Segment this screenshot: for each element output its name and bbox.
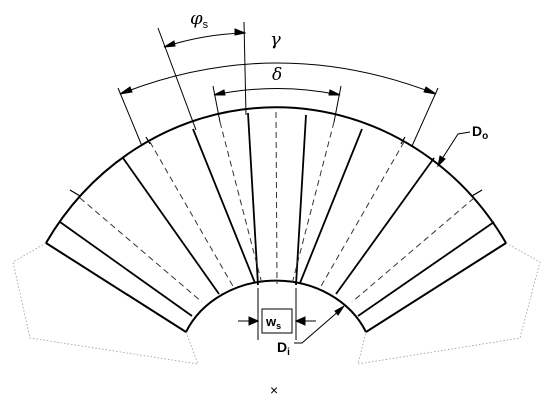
- slot-edge: [247, 112, 259, 286]
- gamma-arrow-left: [119, 86, 133, 95]
- slot-edge: [122, 157, 220, 295]
- w-arrow-right: [294, 316, 306, 326]
- phi-arrow-left: [163, 40, 176, 48]
- phi-extension-left: [157, 27, 197, 131]
- gamma-label: γ: [270, 29, 281, 50]
- phi-arc: [163, 32, 246, 48]
- slot-centerline: [149, 141, 235, 289]
- phi-label: φs: [190, 8, 209, 31]
- phi-extension-right: [243, 21, 247, 116]
- slot-centerline: [351, 197, 475, 303]
- delta-dimension: [212, 85, 342, 123]
- slot-edge: [299, 128, 363, 284]
- annular-sector: [45, 106, 507, 333]
- gamma-extension-left: [117, 87, 143, 147]
- slot-centerline: [275, 111, 278, 285]
- phi-arrow-right: [234, 28, 247, 36]
- tick: [471, 189, 483, 197]
- slot-edge: [357, 221, 495, 317]
- delta-label: δ: [272, 65, 282, 85]
- gamma-arrow-right: [423, 86, 437, 95]
- slot-edges: [59, 112, 495, 317]
- slot-edge: [192, 128, 256, 284]
- slot-edge: [59, 221, 193, 317]
- gamma-extension-right: [411, 87, 439, 147]
- d-inner-label: Di: [277, 339, 290, 358]
- tick: [69, 189, 81, 197]
- slot-edge: [335, 157, 435, 295]
- left-sector-outline: [12, 242, 199, 365]
- d-outer-label: Do: [472, 123, 488, 142]
- delta-extension-right: [333, 85, 342, 123]
- slot-edge: [295, 114, 307, 286]
- w-dimension: [238, 288, 316, 340]
- d-outer-leader: [437, 131, 471, 168]
- d-outer-arrow: [437, 155, 446, 168]
- left-end-edge: [45, 242, 187, 333]
- right-sector-outline: [357, 242, 541, 365]
- delta-arrow-left: [213, 89, 226, 96]
- gamma-arc: [119, 62, 437, 95]
- w-label: ws: [265, 314, 281, 331]
- d-inner-arrow: [334, 305, 345, 316]
- inner-arc: [185, 279, 367, 333]
- w-arrow-left: [248, 316, 260, 326]
- d-outer-leader-line: [439, 131, 471, 163]
- delta-arrow-right: [328, 89, 341, 96]
- delta-arc: [213, 88, 341, 96]
- outer-arc: [45, 106, 507, 244]
- d-inner-leader-line: [294, 309, 341, 344]
- tick: [400, 136, 406, 145]
- tick: [145, 136, 151, 145]
- slot-centerlines: [79, 111, 475, 303]
- slot-centerline: [219, 121, 263, 285]
- w-label-box: [261, 308, 293, 334]
- phi-dimension: [157, 21, 247, 131]
- right-end-edge: [365, 242, 507, 333]
- outer-ticks: [69, 136, 483, 197]
- side-sector-outlines: [12, 242, 541, 365]
- slot-centerline: [319, 141, 405, 289]
- slot-centerline: [79, 197, 203, 303]
- d-inner-leader: [294, 305, 345, 344]
- center-mark: ×: [270, 382, 278, 398]
- slot-centerline: [291, 121, 335, 285]
- delta-extension-left: [212, 85, 221, 123]
- gamma-dimension: [117, 62, 439, 147]
